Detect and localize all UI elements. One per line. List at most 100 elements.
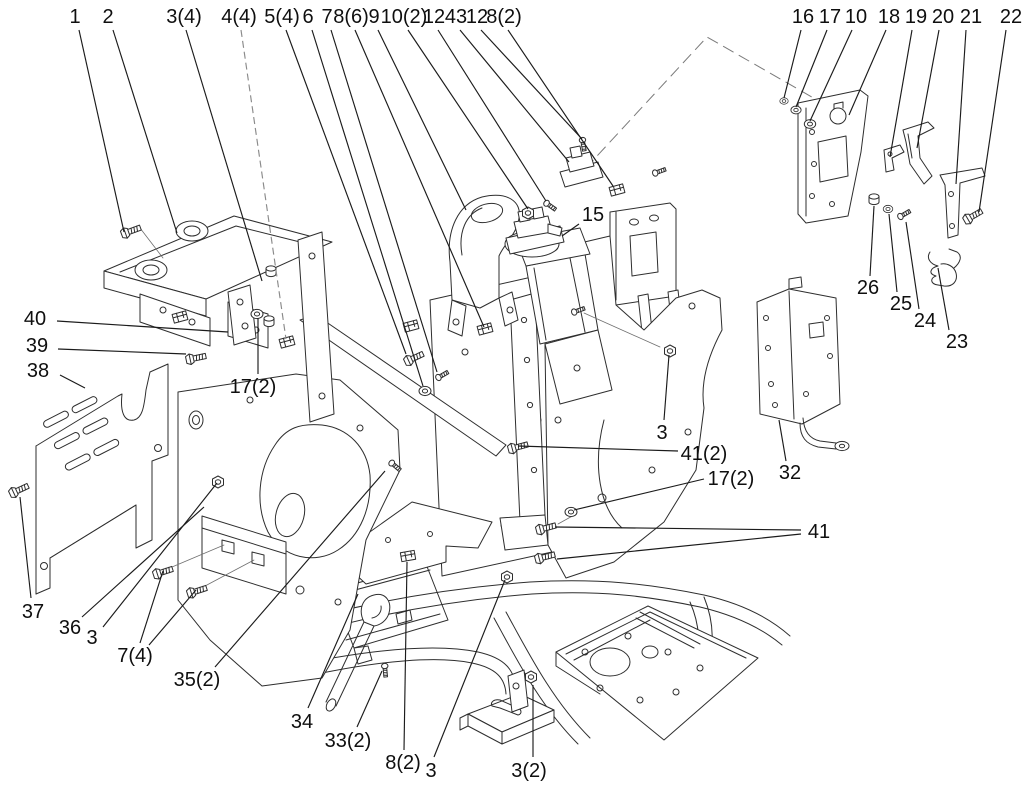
callout-label-top-5-4: 5(4) <box>264 6 300 28</box>
leader-line-left-35-2 <box>214 470 386 668</box>
callout-label-left-35-2: 35(2) <box>174 669 221 691</box>
screw-33-2 <box>380 662 390 678</box>
clip-4 <box>278 335 296 349</box>
callout-label-top-17: 17 <box>819 6 841 28</box>
leader-line-left-7-4 <box>148 589 197 646</box>
leader-line-top-10-2 <box>407 29 529 210</box>
leader-line-top-43 <box>459 29 570 163</box>
leader-line-right-25 <box>888 213 898 293</box>
callout-label-top-18: 18 <box>878 6 900 28</box>
callout-label-top-6: 6 <box>302 6 313 28</box>
callout-label-right-23: 23 <box>946 331 968 353</box>
leader-line-top-22 <box>978 29 1007 213</box>
clip-8-2b <box>399 549 417 563</box>
callout-label-top-1: 1 <box>69 6 80 28</box>
part-transaxle-plate <box>177 373 401 687</box>
washer-17-2 <box>250 308 264 320</box>
leader-line-top-6 <box>311 29 424 387</box>
callout-label-mid-3: 3 <box>656 422 667 444</box>
washer-17 <box>790 105 802 115</box>
leader-line-top-20 <box>916 29 940 149</box>
callout-label-top-8-6: 8(6) <box>333 6 369 28</box>
leader-line-bottom-33-2 <box>356 670 383 728</box>
bolt-37 <box>7 480 31 500</box>
leader-line-bottom-34 <box>307 593 359 709</box>
washer-25 <box>882 204 894 214</box>
part-cover-plate <box>335 501 493 585</box>
callout-label-left-36: 36 <box>59 617 81 639</box>
leader-line-top-8-6 <box>354 29 485 328</box>
callout-label-left-39: 39 <box>26 335 48 357</box>
nut-3-2 <box>525 670 537 684</box>
bolt-1 <box>119 222 143 240</box>
leader-line-mid-15 <box>561 223 580 237</box>
part-front-bumper-assembly <box>103 215 333 349</box>
callout-label-right-26: 26 <box>857 277 879 299</box>
callout-label-top-7: 7 <box>321 6 332 28</box>
part-lift-rod <box>325 593 391 712</box>
part-rear-platform <box>555 605 759 741</box>
callout-label-right-41-2: 41(2) <box>681 443 728 465</box>
leader-line-top-7 <box>330 29 438 373</box>
callout-label-right-24: 24 <box>914 310 936 332</box>
callout-label-top-21: 21 <box>960 6 982 28</box>
leader-line-right-32 <box>778 419 787 462</box>
callout-label-top-8-2: 8(2) <box>486 6 522 28</box>
callout-label-top-12a: 12 <box>423 6 445 28</box>
nut-3-right <box>664 344 676 358</box>
leader-line-top-4-4 <box>240 29 287 340</box>
callout-label-top-16: 16 <box>792 6 814 28</box>
part-lever-bracket <box>939 167 986 239</box>
callout-label-left-7-4: 7(4) <box>117 645 153 667</box>
callout-label-left-40: 40 <box>24 308 46 330</box>
spacer-3 <box>265 265 277 278</box>
leader-line-top-5-4 <box>285 29 407 355</box>
callout-label-top-22: 22 <box>1000 6 1022 28</box>
leader-line-top-3-4 <box>185 29 263 282</box>
callout-label-bottom-3-2: 3(2) <box>511 760 547 782</box>
leader-line-top-8-2 <box>507 29 614 187</box>
washer-17-2r <box>564 506 578 518</box>
part-heat-shield <box>35 363 169 595</box>
spacer-3b <box>263 315 275 328</box>
bolt-24 <box>896 207 913 222</box>
leader-line-top-17 <box>795 29 828 108</box>
callout-label-top-9: 9 <box>368 6 379 28</box>
washer-16 <box>779 97 789 105</box>
part-right-support-plate <box>756 276 850 452</box>
callout-label-bottom-34: 34 <box>291 711 313 733</box>
leader-line-top-1 <box>78 29 125 233</box>
leader-line-left-3 <box>102 482 218 628</box>
part-spring <box>927 248 961 287</box>
leader-line-top-9 <box>377 29 467 211</box>
callout-label-right-17-2: 17(2) <box>708 468 755 490</box>
callout-label-mid-15: 15 <box>582 204 604 226</box>
callout-label-bottom-33-2: 33(2) <box>325 730 372 752</box>
callout-label-top-20: 20 <box>932 6 954 28</box>
callout-label-left-38: 38 <box>27 360 49 382</box>
leader-line-right-26 <box>869 205 875 277</box>
part-speed-control-lever <box>902 121 935 185</box>
leader-line-right-24 <box>905 221 920 310</box>
part-side-plate <box>297 231 335 423</box>
nut-3-bottom <box>501 570 513 584</box>
callout-label-right-41: 41 <box>808 521 830 543</box>
bolt-22 <box>961 205 985 227</box>
leader-line-top-12a <box>437 29 547 202</box>
part-detent-plate <box>883 144 905 173</box>
callout-label-top-3-4: 3(4) <box>166 6 202 28</box>
leader-line-left-7-4 <box>139 570 164 644</box>
callout-label-top-10-2: 10(2) <box>381 6 428 28</box>
leader-line-top-10 <box>809 29 853 122</box>
callout-label-left-37: 37 <box>22 601 44 623</box>
washer-6 <box>418 385 432 397</box>
part-ignition-switch-upper <box>559 145 668 188</box>
leader-line-right-41-2 <box>517 445 679 452</box>
screw-12-a <box>542 198 558 213</box>
leader-line-mid-3 <box>663 354 670 421</box>
leader-line-bottom-3 <box>433 579 506 758</box>
part-footrest <box>459 669 555 745</box>
leader-line-top-18 <box>848 29 887 116</box>
leader-line-left-40 <box>56 320 229 333</box>
